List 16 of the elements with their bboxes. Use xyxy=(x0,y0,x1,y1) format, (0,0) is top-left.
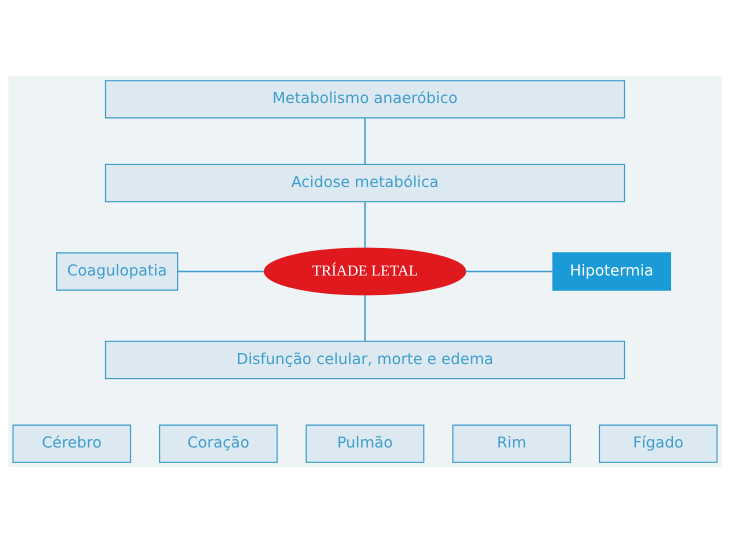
connector xyxy=(364,118,366,164)
node-box: Cérebro xyxy=(12,424,132,463)
node-box: Rim xyxy=(452,424,571,463)
connector xyxy=(364,294,366,341)
connector xyxy=(364,202,366,248)
node-box: Acidose metabólica xyxy=(104,164,626,202)
connector xyxy=(466,270,552,272)
connector xyxy=(178,270,264,272)
node-ellipse: TRÍADE LETAL xyxy=(264,248,466,296)
node-box: Hipotermia xyxy=(552,252,672,291)
node-box: Metabolismo anaeróbico xyxy=(104,80,626,118)
node-box: Coagulopatia xyxy=(56,252,178,291)
node-box: Pulmão xyxy=(306,424,424,463)
node-box: Disfunção celular, morte e edema xyxy=(104,340,626,380)
node-box: Coração xyxy=(159,424,278,463)
node-box: Fígado xyxy=(598,424,718,463)
